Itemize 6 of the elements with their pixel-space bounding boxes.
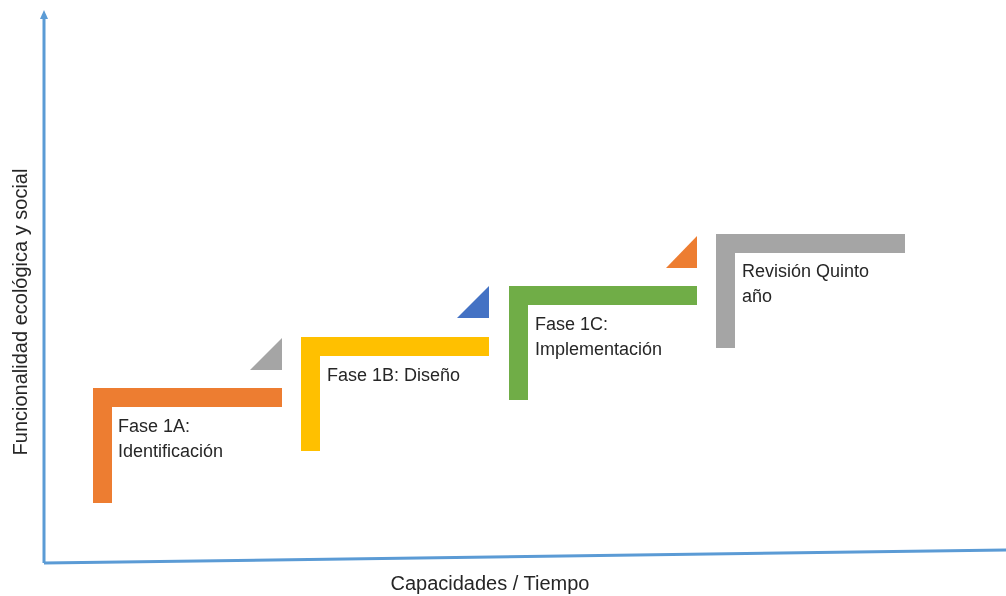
y-axis-title: Funcionalidad ecológica y social	[8, 168, 32, 456]
phase-label: Fase 1B: Diseño	[327, 364, 462, 387]
phase-label: Fase 1C: Implementación	[535, 313, 664, 361]
x-axis-title: Capacidades / Tiempo	[390, 571, 590, 595]
phase-label: Revisión Quinto año	[742, 260, 871, 308]
phase-label: Fase 1A: Identificación	[118, 415, 225, 463]
